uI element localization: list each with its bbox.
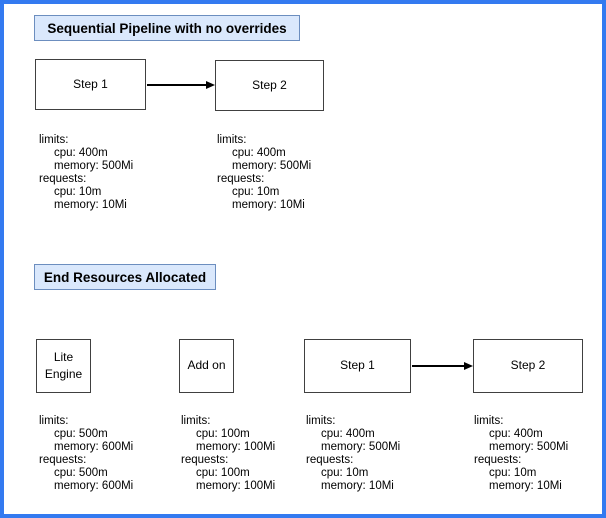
arrow-head-icon bbox=[206, 81, 215, 89]
resource-line: cpu: 400m bbox=[54, 147, 108, 159]
resource-line: cpu: 10m bbox=[489, 467, 537, 479]
resource-line: memory: 10Mi bbox=[54, 199, 127, 211]
resource-line: cpu: 10m bbox=[54, 186, 102, 198]
resource-line: requests: bbox=[306, 454, 354, 466]
resource-line: cpu: 10m bbox=[232, 186, 280, 198]
node-step1: Step 1 bbox=[35, 59, 146, 110]
arrow-step1-to-step2-bottom bbox=[412, 361, 473, 371]
resource-line: cpu: 100m bbox=[196, 467, 250, 479]
resource-line: cpu: 400m bbox=[232, 147, 286, 159]
resource-line: requests: bbox=[181, 454, 229, 466]
resource-line: requests: bbox=[474, 454, 522, 466]
resource-line: memory: 10Mi bbox=[321, 480, 394, 492]
resource-line: memory: 600Mi bbox=[54, 480, 134, 492]
resource-line: cpu: 400m bbox=[321, 428, 375, 440]
node-lite-engine: Lite Engine bbox=[36, 339, 91, 393]
resource-line: requests: bbox=[39, 173, 87, 185]
resource-block-step2-bottom: limits: cpu: 400m memory: 500Mi requests… bbox=[474, 415, 568, 493]
resource-line: limits: bbox=[39, 134, 69, 146]
resource-line: memory: 600Mi bbox=[54, 441, 134, 453]
resource-line: memory: 10Mi bbox=[489, 480, 562, 492]
resource-line: cpu: 10m bbox=[321, 467, 369, 479]
resource-block-step2: limits: cpu: 400m memory: 500Mi requests… bbox=[217, 134, 311, 212]
node-step2-bottom: Step 2 bbox=[473, 339, 583, 393]
arrow-shaft bbox=[147, 84, 206, 86]
section1-title: Sequential Pipeline with no overrides bbox=[34, 15, 300, 41]
node-step2: Step 2 bbox=[215, 60, 324, 111]
resource-line: memory: 100Mi bbox=[196, 441, 276, 453]
resource-block-step1: limits: cpu: 400m memory: 500Mi requests… bbox=[39, 134, 133, 212]
resource-line: cpu: 400m bbox=[489, 428, 543, 440]
resource-line: memory: 100Mi bbox=[196, 480, 276, 492]
resource-line: memory: 500Mi bbox=[232, 160, 312, 172]
section2-title: End Resources Allocated bbox=[34, 264, 216, 290]
resource-line: memory: 10Mi bbox=[232, 199, 305, 211]
resource-block-add-on: limits: cpu: 100m memory: 100Mi requests… bbox=[181, 415, 275, 493]
resource-line: memory: 500Mi bbox=[321, 441, 401, 453]
resource-line: requests: bbox=[217, 173, 265, 185]
resource-line: limits: bbox=[39, 415, 69, 427]
resource-block-lite-engine: limits: cpu: 500m memory: 600Mi requests… bbox=[39, 415, 133, 493]
arrow-step1-to-step2 bbox=[147, 80, 215, 90]
node-add-on: Add on bbox=[179, 339, 234, 393]
arrow-shaft bbox=[412, 365, 464, 367]
resource-line: limits: bbox=[181, 415, 211, 427]
arrow-head-icon bbox=[464, 362, 473, 370]
resource-line: cpu: 100m bbox=[196, 428, 250, 440]
resource-line: limits: bbox=[217, 134, 247, 146]
resource-line: memory: 500Mi bbox=[489, 441, 569, 453]
resource-line: limits: bbox=[474, 415, 504, 427]
resource-line: cpu: 500m bbox=[54, 467, 108, 479]
resource-line: requests: bbox=[39, 454, 87, 466]
resource-line: memory: 500Mi bbox=[54, 160, 134, 172]
resource-block-step1-bottom: limits: cpu: 400m memory: 500Mi requests… bbox=[306, 415, 400, 493]
resource-line: limits: bbox=[306, 415, 336, 427]
resource-line: cpu: 500m bbox=[54, 428, 108, 440]
node-step1-bottom: Step 1 bbox=[304, 339, 411, 393]
